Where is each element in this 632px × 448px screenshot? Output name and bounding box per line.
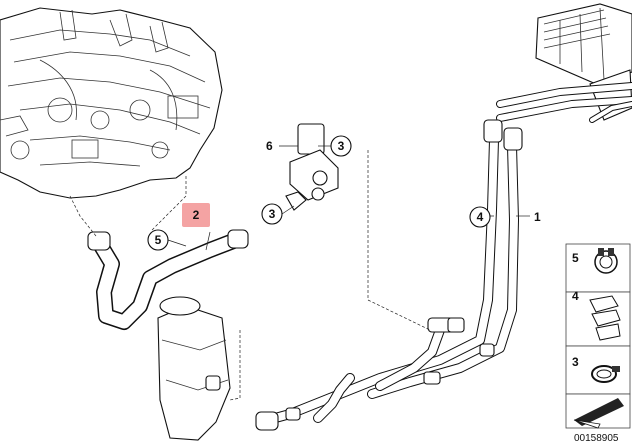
heater-pipes (496, 82, 632, 123)
legend-label-4: 4 (572, 289, 579, 303)
callout-5: 5 (147, 229, 169, 251)
callout-3-valve: 3 (330, 135, 352, 157)
callout-3-clamp: 3 (261, 203, 283, 225)
hose-clip-icon (589, 295, 621, 341)
diagram-id: 00158905 (574, 433, 619, 444)
hose-part-2 (87, 229, 249, 330)
engine-block (0, 7, 223, 199)
callout-6: 6 (266, 139, 273, 153)
callout-4-label: 4 (477, 210, 484, 224)
callout-1: 1 (534, 210, 541, 224)
expansion-tank (157, 296, 231, 441)
legend-label-5: 5 (572, 251, 579, 265)
hose-clamp-band-icon (591, 365, 620, 383)
callout-5-label: 5 (155, 233, 162, 247)
hose-clamp-spring-icon (594, 248, 618, 274)
callout-3-clamp-label: 3 (269, 207, 276, 221)
callout-6-label: 6 (266, 139, 273, 153)
coolant-valve-part-6 (285, 123, 339, 211)
callout-4: 4 (469, 206, 491, 228)
legend-label-3: 3 (572, 355, 579, 369)
callout-3-valve-label: 3 (338, 139, 345, 153)
callout-1-label: 1 (534, 210, 541, 224)
callout-2-highlight (182, 203, 210, 227)
legend-panel: 5 4 3 (565, 243, 631, 429)
callout-2: 2 (182, 203, 210, 227)
callout-2-label: 2 (193, 208, 200, 222)
arrow-repair-icon (573, 398, 624, 429)
hose-long-1 (263, 135, 519, 425)
hose-connectors-top (255, 119, 523, 431)
